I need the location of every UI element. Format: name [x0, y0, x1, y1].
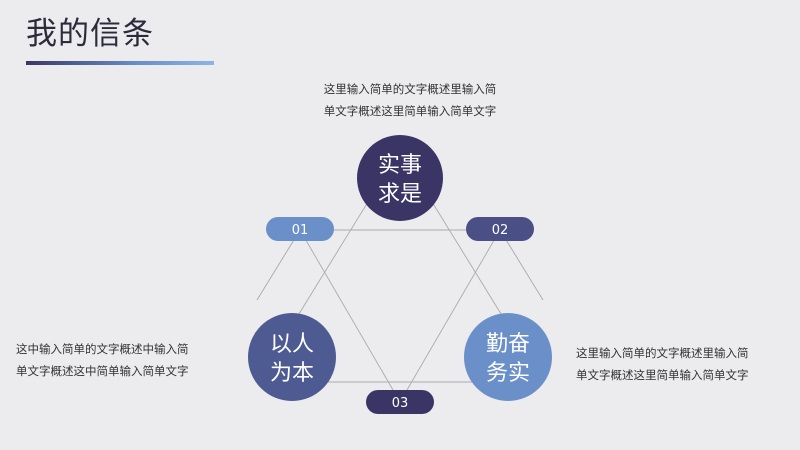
circle-right-line2: 务实	[486, 361, 530, 386]
title-underline	[26, 61, 214, 65]
circle-top[interactable]: 实事 求是	[357, 135, 443, 221]
description-right: 这里输入简单的文字概述里输入简 单文字概述这里简单输入简单文字	[576, 342, 786, 386]
circle-right-line1: 勤奋	[486, 332, 530, 357]
pill-03-bg	[366, 390, 434, 414]
circle-right-bg	[464, 313, 552, 401]
triangle-down	[299, 229, 501, 403]
circle-top-line1: 实事	[378, 153, 422, 178]
pill-02-label: 02	[492, 223, 509, 238]
pill-01-bg	[266, 217, 334, 241]
triangle-up	[256, 149, 544, 383]
page-title: 我的信条	[26, 16, 154, 52]
pill-03-label: 03	[392, 396, 409, 411]
hex-edge-left	[256, 229, 301, 301]
description-top: 这里输入简单的文字概述里输入简 单文字概述这里简单输入简单文字	[300, 78, 520, 122]
description-right-line1: 这里输入简单的文字概述里输入简	[576, 346, 749, 360]
circle-left-bg	[248, 313, 336, 401]
pill-02-bg	[466, 217, 534, 241]
description-left: 这中输入简单的文字概述中输入简 单文字概述这中简单输入简单文字	[16, 338, 226, 382]
circle-left-line2: 为本	[270, 361, 314, 386]
hexagram-lines	[256, 149, 544, 403]
description-top-line1: 这里输入简单的文字概述里输入简	[323, 82, 497, 96]
pill-03[interactable]: 03	[366, 390, 434, 414]
circle-left-line1: 以人	[270, 332, 314, 357]
circle-top-line2: 求是	[378, 182, 422, 207]
circle-left[interactable]: 以人 为本	[248, 313, 336, 401]
pill-01-label: 01	[292, 223, 309, 238]
description-right-line2: 单文字概述这里简单输入简单文字	[576, 368, 749, 382]
circle-right[interactable]: 勤奋 务实	[464, 313, 552, 401]
description-top-line2: 单文字概述这里简单输入简单文字	[323, 104, 497, 118]
description-left-line2: 单文字概述这中简单输入简单文字	[16, 364, 189, 378]
description-left-line1: 这中输入简单的文字概述中输入简	[16, 342, 189, 356]
circle-top-bg	[357, 135, 443, 221]
hex-edge-right	[499, 229, 544, 301]
pill-01[interactable]: 01	[266, 217, 334, 241]
pill-02[interactable]: 02	[466, 217, 534, 241]
